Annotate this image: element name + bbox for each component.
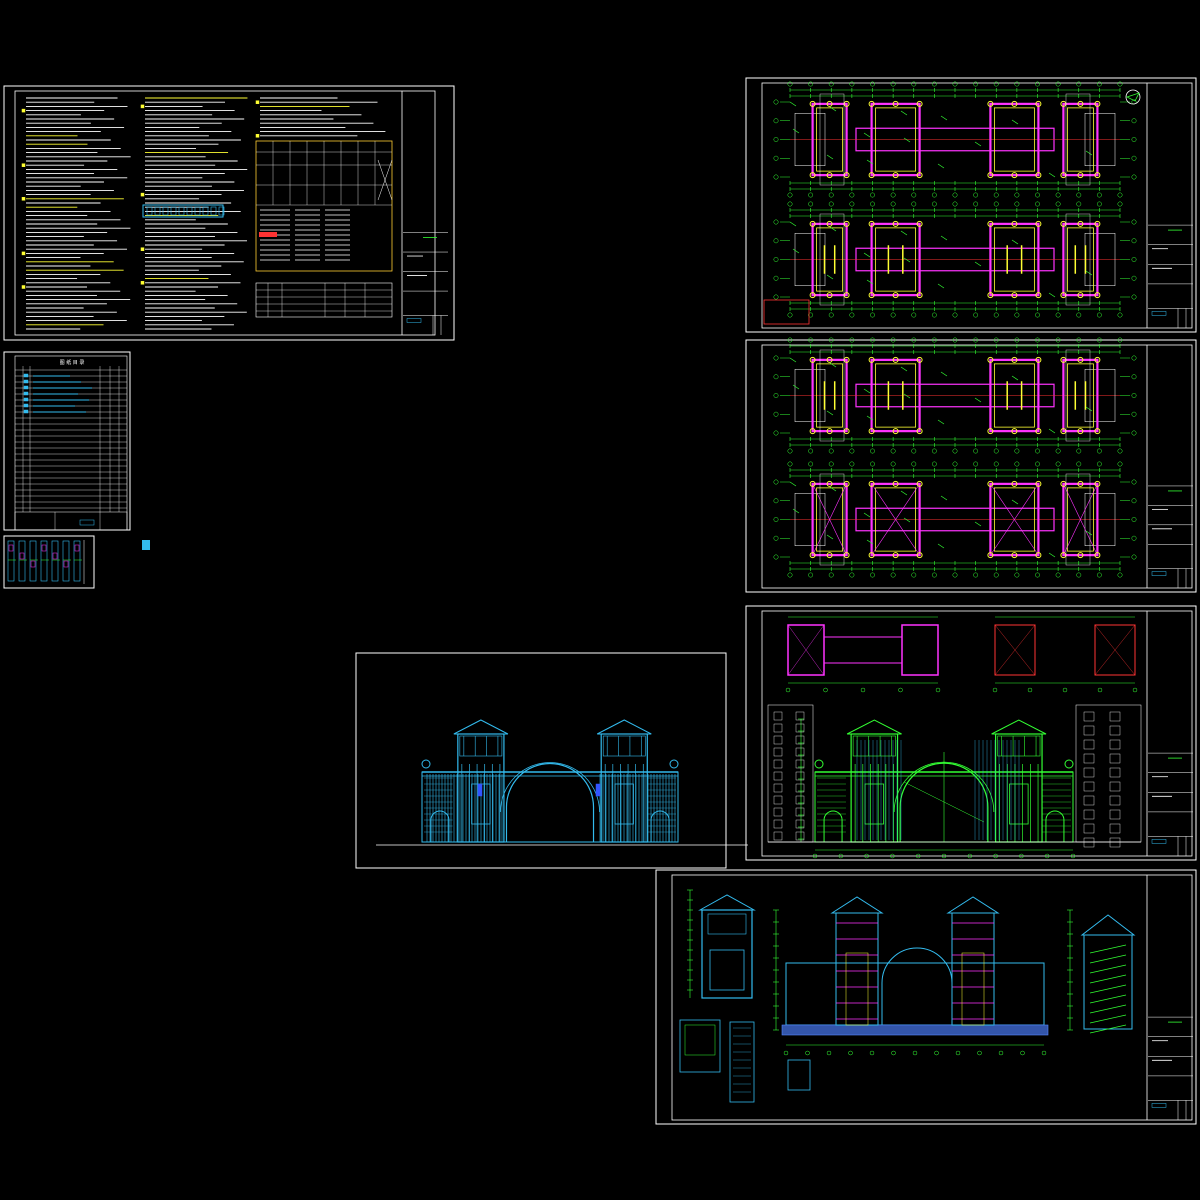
sheet-plans-b[interactable]	[745, 337, 1197, 593]
north-arrow-icon	[1125, 89, 1141, 105]
index-table-rows	[14, 366, 128, 531]
sheet-drawing-index[interactable]: 图 纸 目 录	[3, 351, 131, 531]
small-blue-mark	[142, 540, 150, 550]
floor-plan-2	[773, 201, 1137, 318]
small-detail-content	[7, 540, 85, 584]
notes-text-lines	[21, 97, 386, 330]
sheet-plans-a[interactable]	[745, 77, 1197, 333]
sheet-sections-details[interactable]	[655, 869, 1197, 1125]
roof-plan	[773, 461, 1137, 578]
sheet-small-detail[interactable]	[3, 535, 150, 589]
sheet-design-notes[interactable]	[3, 85, 455, 341]
floor-plan-3	[773, 337, 1137, 454]
legend-box	[763, 299, 810, 325]
sheet-elevation-plans[interactable]	[745, 605, 1197, 861]
gate-elevation-blue	[421, 719, 679, 843]
title-block-notes	[403, 232, 448, 335]
sections-and-details	[679, 889, 1136, 1103]
tower-plans	[785, 616, 1138, 693]
gate-elevation-annotated	[767, 704, 1142, 859]
sheet-main-elevation[interactable]	[355, 652, 748, 869]
notes-schedule-table	[142, 140, 393, 318]
drawing-index-title: 图 纸 目 录	[60, 359, 85, 366]
floor-plan-1	[773, 81, 1137, 198]
